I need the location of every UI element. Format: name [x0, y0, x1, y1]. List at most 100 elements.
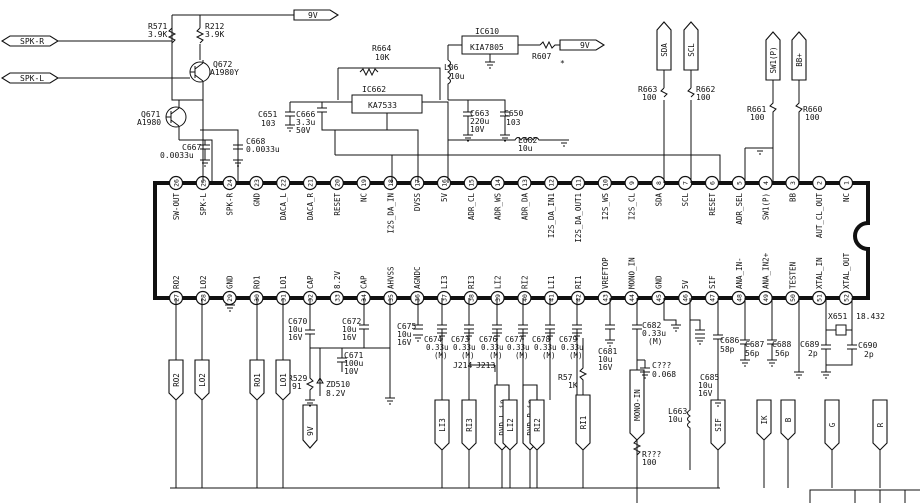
c670-ref: C670: [288, 317, 307, 326]
r661-ref: R661: [747, 105, 766, 114]
lower-left-section: C670 10u 16V C672 10u 16V C671 100u 10V …: [175, 298, 423, 400]
r571-val: 3.9K: [148, 30, 167, 39]
ic662-val: KA7533: [368, 101, 397, 110]
top-pin-12-number: 12: [548, 179, 556, 187]
bottom-pin-47-name: SIF: [708, 275, 717, 289]
bottom-pin-35-name: AHVSS: [386, 266, 395, 289]
top-pin-10-circle: [597, 175, 612, 191]
bottom-pin-28-circle: [195, 290, 210, 306]
top-pin-18-number: 18: [387, 179, 395, 187]
signal-tag-ro2-label: RO2: [172, 373, 181, 387]
r607-val: *: [560, 59, 565, 68]
top-pin-26-number: 26: [173, 179, 181, 187]
bottom-pin-47-number: 47: [709, 294, 717, 302]
ground-symbol: [713, 399, 723, 407]
bottom-pin-44-circle: [624, 290, 639, 306]
c678-v2: (M): [542, 351, 556, 360]
signal-tag-sif: SIF: [710, 399, 726, 488]
ground-symbol: [463, 134, 473, 142]
signal-tag-li2-label: LI2: [506, 418, 515, 432]
top-pin-17-circle: [410, 175, 425, 191]
bottom-pin-36-circle: [410, 290, 425, 306]
c672-val: 10u: [342, 325, 357, 334]
c687-val: 56p: [745, 349, 760, 358]
top-pin-21-circle: [302, 175, 318, 191]
top-pin-10-number: 10: [601, 179, 609, 187]
r664-val: 10K: [375, 53, 390, 62]
bottom-pin-51-name: XTAL_IN: [815, 257, 824, 289]
top-pin-20-circle: [329, 175, 344, 191]
bottom-pin-45-circle: [651, 290, 666, 306]
c681-ref: C681: [598, 347, 617, 356]
top-pin-15-number: 15: [467, 179, 475, 187]
c679-wire: [572, 298, 582, 400]
signal-tag-ik: IK: [756, 399, 772, 488]
net-tag-scl-shape: [683, 21, 699, 71]
ic-outline: [153, 181, 870, 300]
bottom-pin-42-number: 42: [575, 294, 583, 302]
top-pin-1-number: 1: [843, 181, 851, 185]
l662-ref: L662: [518, 136, 537, 145]
net-tag-sw1p-label: SW1(P): [769, 46, 778, 73]
top-pin-1: 1NC: [838, 175, 854, 202]
top-pin-15-circle: [463, 175, 478, 191]
c685-v2: 16V: [698, 389, 713, 398]
top-pin-20-number: 20: [333, 179, 341, 187]
top-pin-8-name: SDA: [654, 193, 663, 207]
c668-val: 0.0033u: [246, 145, 280, 154]
top-pin-23-number: 23: [253, 179, 261, 187]
c682-val: 0.33u: [642, 329, 666, 338]
bottom-pin-28-number: 28: [199, 294, 207, 302]
c688-val: 56p: [775, 349, 790, 358]
signal-tag-ri1-shape: [575, 394, 591, 451]
c676-val: 0.33u: [481, 343, 504, 352]
ic662-ref: IC662: [362, 85, 386, 94]
net-tag-spk-l: [0, 72, 60, 84]
net-tag-spk-l-label: SPK-L: [20, 74, 44, 83]
bottom-pin-34-name: CAP: [360, 275, 369, 289]
bottom-pin-41-number: 41: [548, 294, 556, 302]
r57x-val: 1K: [568, 381, 578, 390]
cqqq-ref: C???: [652, 361, 671, 370]
bottom-pin-43-number: 43: [601, 294, 609, 302]
c650-val: 103: [506, 118, 521, 127]
bottom-pin-50-number: 50: [789, 294, 797, 302]
r664-ref: R664: [372, 44, 391, 53]
top-pin-1-circle: [838, 175, 854, 191]
r529-ref: R529: [288, 374, 307, 383]
top-pin-14-number: 14: [494, 179, 502, 187]
l06-val: 10u: [450, 72, 465, 81]
rqqq-val: 100: [642, 458, 657, 467]
top-pin-13-number: 13: [521, 179, 529, 187]
c673-wire: [464, 298, 474, 400]
signal-tag-ri3: RI3: [461, 399, 477, 488]
bottom-pin-50-name: TESTEN: [788, 262, 797, 289]
signal-tag-mono-shape: [629, 369, 645, 441]
bottom-pin-45-number: 45: [655, 294, 663, 302]
top-pin-21-name: DACA_R: [306, 193, 315, 221]
r571-ref: R571: [148, 22, 167, 31]
top-pin-12-circle: [544, 175, 559, 191]
rqqq-ref: R???: [642, 450, 661, 459]
signal-tag-b-label: B: [784, 417, 793, 422]
bottom-pin-33: 338.2V: [329, 270, 344, 306]
ground-symbol: [605, 339, 615, 347]
c676-v2: (M): [489, 351, 503, 360]
bottom-pin-51-number: 51: [816, 294, 824, 302]
ground-symbol: [794, 371, 804, 379]
c673-v2: (M): [461, 351, 475, 360]
top-pin-16-number: 16: [441, 179, 449, 187]
ground-symbol: [233, 159, 243, 167]
bottom-pin-44-name: MONO_IN: [628, 257, 637, 289]
net-tag-9v-ic610-label: 9V: [580, 41, 590, 50]
